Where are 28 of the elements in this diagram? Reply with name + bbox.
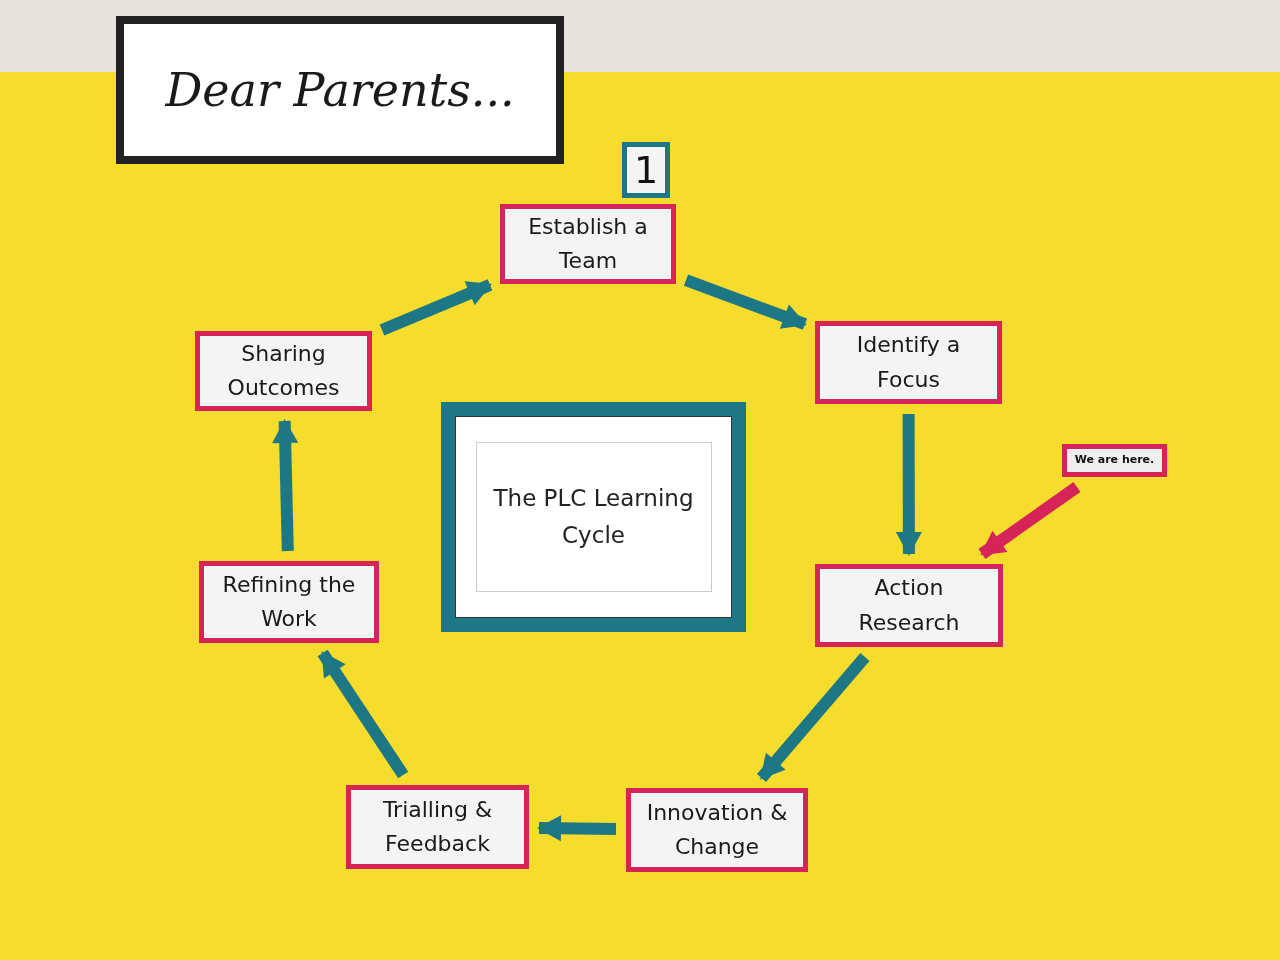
note-card [1062, 444, 1167, 477]
note-text: We are here. [1074, 452, 1155, 469]
step-card [815, 321, 1002, 404]
title-sign: Dear Parents... [116, 16, 564, 164]
step-label: Trialling & Feedback [381, 795, 494, 858]
step-card [346, 785, 529, 869]
step-label: Refining the Work [221, 570, 357, 633]
number-card: 1 [622, 142, 670, 198]
arrow [978, 482, 1081, 559]
step-label: Establish a Team [527, 212, 649, 275]
card-title: The PLC Learning Cycle [493, 484, 694, 550]
step-label: Sharing Outcomes [226, 339, 341, 402]
arrow [379, 279, 493, 336]
step-label: Action Research [857, 574, 961, 637]
step-label: Identify a Focus [855, 331, 962, 394]
arrow [317, 649, 409, 779]
step-card [500, 204, 676, 284]
step-label: Innovation & Change [645, 798, 789, 861]
arrow [756, 653, 870, 782]
arrow [895, 414, 922, 556]
center-card [441, 402, 746, 632]
step-card [815, 564, 1003, 647]
step-card [199, 561, 379, 643]
arrow [683, 274, 808, 330]
step-card [195, 331, 372, 411]
arrow [537, 815, 617, 842]
step-card [626, 788, 808, 872]
arrow [272, 419, 299, 552]
